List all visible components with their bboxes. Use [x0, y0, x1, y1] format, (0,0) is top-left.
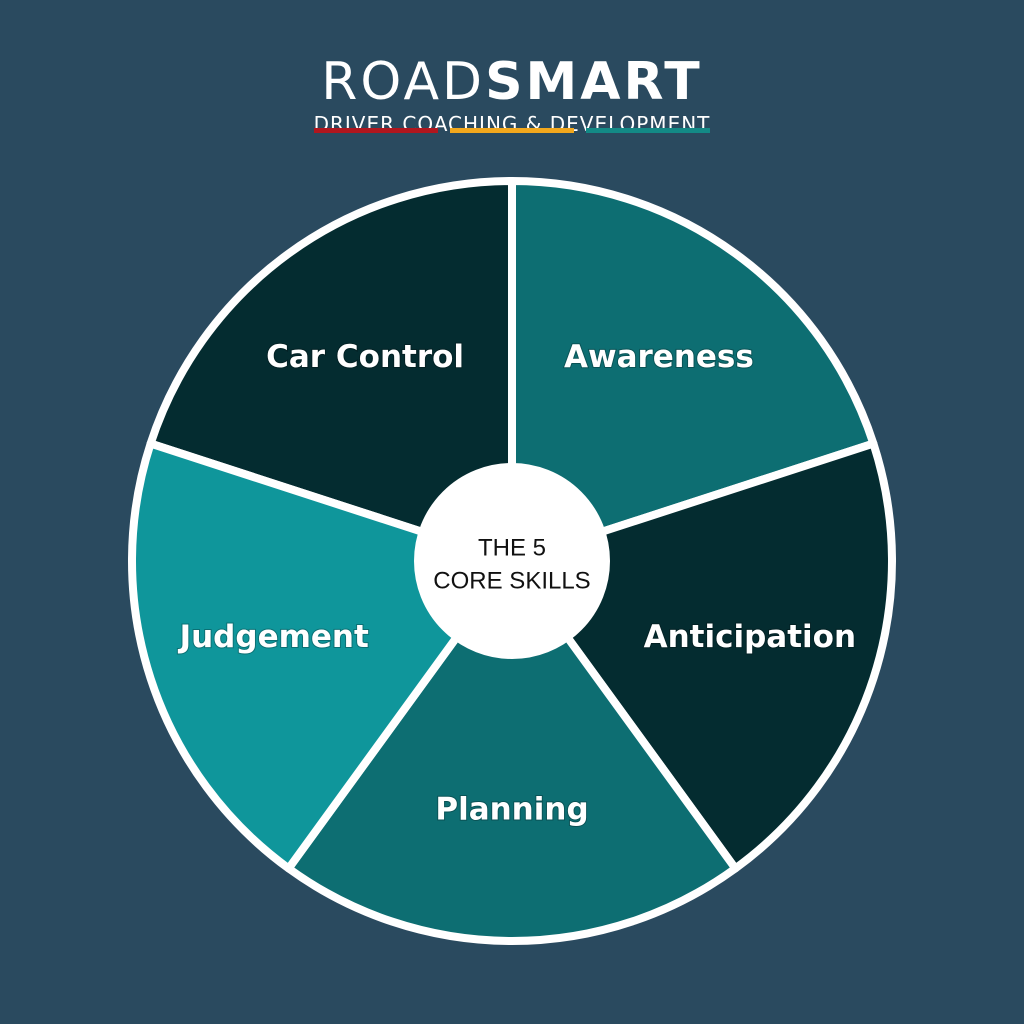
segment-label-planning: Planning: [435, 792, 588, 828]
logo-color-bars: [0, 128, 1024, 134]
hub-title-line1: THE 5: [478, 534, 546, 561]
logo-bar-amber: [450, 128, 574, 133]
segment-planning: [284, 557, 740, 945]
segment-label-anticipation: Anticipation: [644, 619, 856, 655]
roadsmart-logo: ROADSMART DRIVER COACHING & DEVELOPMENT: [0, 52, 1024, 136]
labels-layer: Car Control AwarenessAnticipationPlanning…: [177, 338, 857, 828]
segment-label-awareness: Awareness: [564, 339, 754, 375]
segment-label-car-control: Car Control: [266, 339, 464, 375]
logo-word-bold: SMART: [485, 52, 703, 112]
center-hub: THE 5 CORE SKILLS: [414, 463, 610, 659]
logo-bar-red: [314, 128, 438, 133]
logo-wordmark: ROADSMART: [0, 52, 1024, 112]
segment-label-judgement: Judgement: [178, 619, 369, 655]
segment-awareness: [508, 177, 878, 565]
hub-title-line2: CORE SKILLS: [433, 567, 590, 594]
segment-car-control: [146, 177, 516, 565]
logo-word-light: ROAD: [321, 52, 486, 112]
hub-circle: [414, 463, 610, 659]
logo-bar-teal: [586, 128, 710, 133]
